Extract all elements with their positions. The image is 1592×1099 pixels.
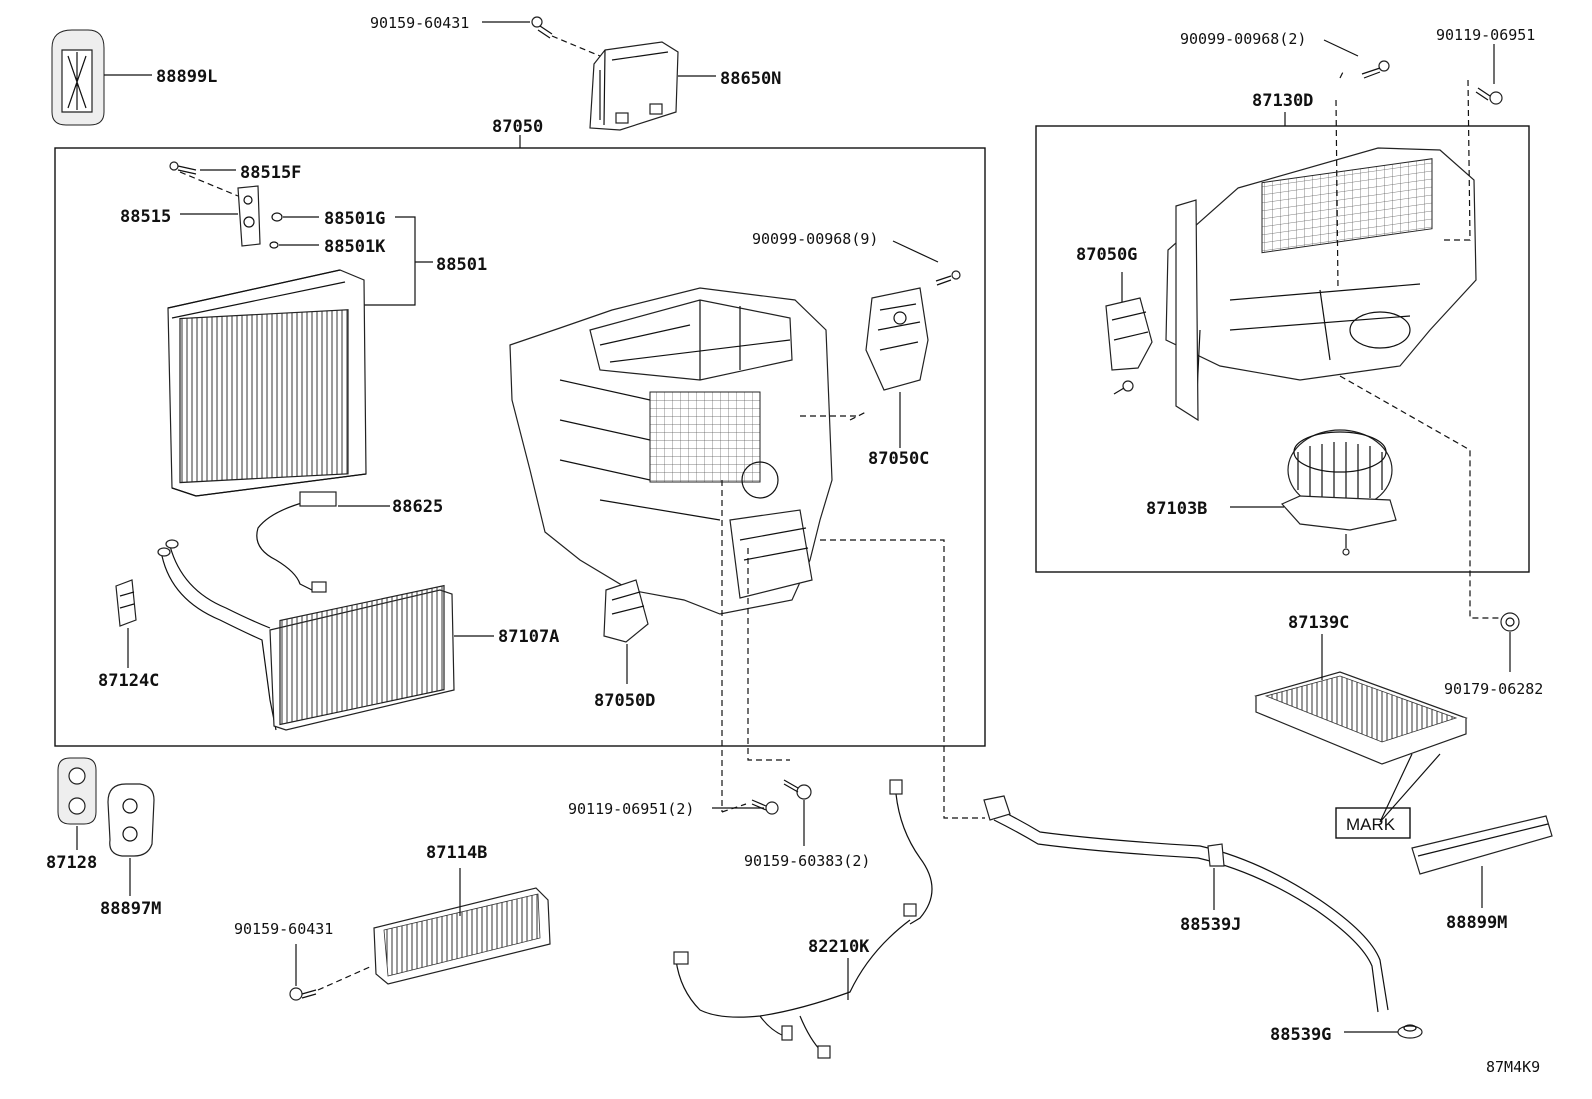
- label-88539J: 88539J: [1180, 915, 1241, 935]
- label-87050D: 87050D: [594, 691, 655, 711]
- label-88501: 88501: [436, 255, 487, 275]
- part-90159-60383-bolt-2: [783, 779, 812, 800]
- label-87114B: 87114B: [426, 843, 487, 863]
- label-87050: 87050: [492, 117, 543, 137]
- label-88515: 88515: [120, 207, 171, 227]
- label-90119-06951-top: 90119-06951: [1436, 26, 1535, 44]
- part-87139C-cabin-filter: [1254, 671, 1468, 765]
- label-87124C: 87124C: [98, 671, 159, 691]
- label-90099-00968-9: 90099-00968(9): [752, 230, 878, 248]
- label-88650N: 88650N: [720, 69, 781, 89]
- part-87124C-clip: [115, 579, 137, 627]
- label-88539G: 88539G: [1270, 1025, 1331, 1045]
- part-90099-00968-bolt-2: [1361, 60, 1390, 79]
- label-88897M: 88897M: [100, 899, 161, 919]
- part-87103B-blower-motor: [1281, 429, 1397, 556]
- part-82210K-wire-harness: [673, 779, 933, 1059]
- label-88625: 88625: [392, 497, 443, 517]
- box-87130D-assembly: [1035, 125, 1530, 573]
- label-87103B: 87103B: [1146, 499, 1207, 519]
- label-87107A: 87107A: [498, 627, 559, 647]
- part-90159-60431-bolt-top: [531, 16, 553, 39]
- part-90119-06951-bolt-2: [751, 799, 779, 815]
- label-90159-60431-bottom: 90159-60431: [234, 920, 333, 938]
- part-87130D-blower-case: [1165, 147, 1477, 422]
- label-90159-60383-2: 90159-60383(2): [744, 852, 870, 870]
- label-87130D: 87130D: [1252, 91, 1313, 111]
- part-88897M-grommet: [107, 783, 155, 857]
- part-88650N: [589, 41, 679, 131]
- label-87050C: 87050C: [868, 449, 929, 469]
- part-88899L: [51, 29, 105, 126]
- part-87050G-actuator: [1105, 297, 1153, 371]
- label-88899L: 88899L: [156, 67, 217, 87]
- label-88899M: 88899M: [1446, 913, 1507, 933]
- label-88501G: 88501G: [324, 209, 385, 229]
- part-90099-00968-bolt-9: [935, 270, 961, 286]
- mark-label: MARK: [1346, 815, 1396, 834]
- part-88501-evaporator: [167, 269, 367, 497]
- part-87114B-grille: [373, 887, 551, 985]
- label-82210K: 82210K: [808, 937, 870, 957]
- label-87050G: 87050G: [1076, 245, 1137, 265]
- label-90179-06282: 90179-06282: [1444, 680, 1543, 698]
- part-88515F-bolt: [169, 161, 197, 175]
- part-88501G-oring: [271, 212, 283, 222]
- part-88539J-drain-hose: [983, 795, 1389, 1013]
- part-87107A-heater-core: [157, 539, 455, 731]
- part-88899M-trim: [1411, 815, 1553, 875]
- label-87128: 87128: [46, 853, 97, 873]
- label-90119-06951-2: 90119-06951(2): [568, 800, 694, 818]
- part-90119-06951-bolt-top: [1475, 87, 1503, 105]
- part-87050D-actuator: [603, 579, 649, 643]
- label-88501K: 88501K: [324, 237, 386, 257]
- part-90179-06282-clip: [1500, 612, 1520, 632]
- mark-callout: MARK: [1335, 807, 1411, 839]
- part-87050G-screw: [1113, 380, 1134, 395]
- label-87139C: 87139C: [1288, 613, 1349, 633]
- label-90159-60431-top: 90159-60431: [370, 14, 469, 32]
- part-88625-sensor: [256, 491, 337, 593]
- part-87128-grommet: [57, 757, 97, 825]
- part-90159-60431-bolt-bottom: [289, 987, 317, 1001]
- part-88515-valve: [237, 185, 261, 247]
- part-88501K-oring: [269, 241, 279, 249]
- diagram-id: 87M4K9: [1486, 1058, 1540, 1076]
- label-88515F: 88515F: [240, 163, 301, 183]
- part-87050-hvac-case: [509, 287, 833, 615]
- part-87050C-actuator: [865, 287, 929, 391]
- label-90099-00968-2: 90099-00968(2): [1180, 30, 1306, 48]
- part-88539G-clamp: [1397, 1024, 1423, 1039]
